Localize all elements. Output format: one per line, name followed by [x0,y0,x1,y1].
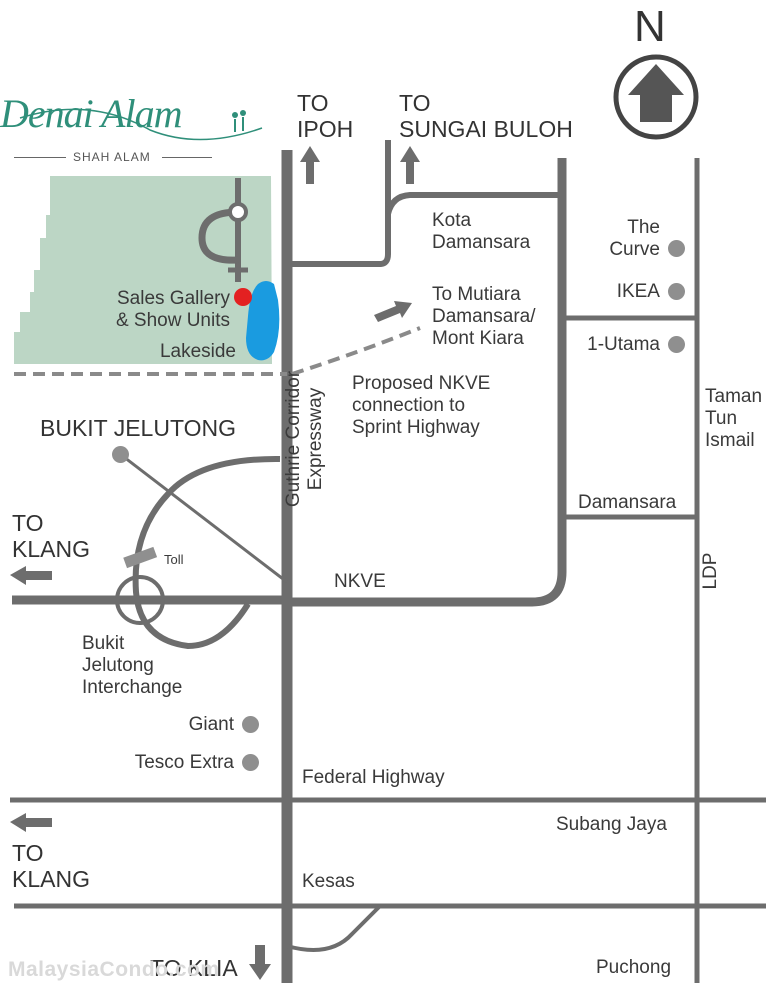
poi-1-utama-icon [668,336,685,353]
arrow-up-sungai-buloh-icon [400,146,420,184]
label-to-sungai-buloh: TO SUNGAI BULOH [399,90,573,142]
compass-ring [613,54,699,140]
label-ikea: IKEA [616,281,660,302]
label-sales-gallery: Sales Gallery & Show Units [115,288,230,331]
label-toll: Toll [164,552,184,567]
sales-gallery-marker [234,288,252,306]
brand-logo-text: Denai Alam [0,91,182,136]
poi-tesco-extra-icon [242,754,259,771]
label-to-mutiara: To Mutiara Damansara/ Mont Kiara [432,284,536,349]
label-damansara: Damansara [578,492,677,513]
watermark: MalaysiaCondo.com [8,958,220,981]
label-to-klia: TO KLIA [150,955,238,981]
label-the-curve: The Curve [609,217,660,260]
arrow-proposed-icon [374,301,412,322]
poi-giant-icon [242,716,259,733]
label-puchong: Puchong [596,957,672,978]
label-subang-jaya: Subang Jaya [556,814,667,835]
brand-subtitle: SHAH ALAM [73,150,151,164]
poi-the-curve-icon [668,240,685,257]
label-taman-tun-ismail: Taman Tun Ismail [705,386,763,451]
logo-rule-right [162,157,212,158]
arrow-left-klang-upper-icon [10,566,52,585]
internal-loop [198,208,239,264]
north-arrow-icon [628,64,684,122]
label-guthrie-corridor-expressway: Guthrie Corridor Expressway [283,370,326,508]
label-to-ipoh: TO IPOH [297,90,354,142]
sungai-buloh-road [287,158,567,607]
lake [246,281,280,361]
interchange-roundabout [115,575,165,625]
poi-bukit-jelutong-icon [112,446,129,463]
arrow-up-ipoh-icon [300,146,320,184]
label-1-utama: 1-Utama [587,334,660,355]
label-kesas: Kesas [302,871,355,892]
label-kota-damansara: Kota Damansara [432,210,531,253]
interchange-big-curve [132,455,281,649]
denai-alam-access-road [287,140,391,267]
label-federal-highway: Federal Highway [302,767,445,788]
logo-rule-left [14,157,66,158]
label-lakeside: Lakeside [159,341,236,362]
label-nkve: NKVE [334,571,386,592]
label-to-klang-lower: TO KLANG [12,840,90,892]
poi-ikea-icon [668,283,685,300]
kesas-ramp [286,904,382,952]
label-giant: Giant [188,714,234,735]
arrow-left-klang-lower-icon [10,813,52,832]
label-bukit-jelutong: BUKIT JELUTONG [40,415,236,441]
arrow-down-klia-icon [249,945,271,980]
toll-marker [123,546,158,569]
logo-figure-head-1 [240,110,246,116]
label-to-klang-upper: TO KLANG [12,510,90,562]
label-proposed-connection: Proposed NKVE connection to Sprint Highw… [352,373,491,438]
logo-swoosh [19,108,263,141]
label-bukit-jelutong-interchange: Bukit Jelutong Interchange [82,633,183,698]
internal-roundabout [228,202,248,222]
label-tesco-extra: Tesco Extra [134,752,234,773]
bukit-jelutong-road [119,452,288,584]
compass-north-letter: N [634,2,666,51]
proposed-link-dashed [291,326,421,376]
label-ldp: LDP [700,552,721,590]
kota-damansara-road [385,192,562,215]
logo-figure-head-2 [232,112,238,118]
